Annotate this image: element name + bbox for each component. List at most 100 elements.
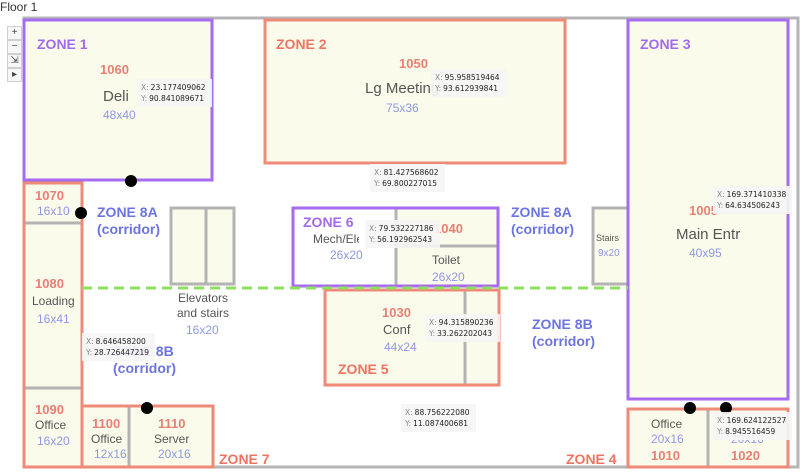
x-value: 23.177409062 xyxy=(150,83,206,92)
zone-8a-right-title: ZONE 8A xyxy=(511,204,572,220)
y-value: 56.192962543 xyxy=(377,235,432,244)
coord-tooltip: X:79.532227186 Y:56.192962543 xyxy=(365,220,440,248)
x-key: X: xyxy=(405,408,413,417)
coord-tooltip: X:169.371410338 Y:64.634506243 xyxy=(713,186,793,214)
floor-title: Floor 1 xyxy=(0,0,38,14)
room-1050-shape[interactable] xyxy=(265,20,565,163)
zone-1-label: ZONE 1 xyxy=(37,36,88,52)
room-1030-name: Conf xyxy=(383,322,411,337)
toilet-name: Toilet xyxy=(432,253,461,267)
y-value: 28.726447219 xyxy=(94,348,149,357)
y-value: 90.841089671 xyxy=(149,94,204,103)
room-1040-size: 26x20 xyxy=(330,248,363,262)
y-value: 11.087400681 xyxy=(413,419,468,428)
x-key: X: xyxy=(369,224,377,233)
zone-8b-right-title: ZONE 8B xyxy=(532,316,593,332)
zone-5-label: ZONE 5 xyxy=(338,361,389,377)
coord-tooltip: X:81.427568602 Y:69.800227015 xyxy=(370,164,445,192)
room-1090-size: 16x20 xyxy=(37,434,70,448)
zone-1-outline xyxy=(22,18,214,182)
room-1050-number: 1050 xyxy=(399,56,428,71)
zone-2-outline xyxy=(263,18,567,165)
y-value: 64.634506243 xyxy=(725,201,780,210)
elevators-name: Elevators and stairs xyxy=(177,291,229,321)
elevators-size: 16x20 xyxy=(186,323,219,337)
y-key: Y: xyxy=(374,179,381,188)
room-1090-number: 1090 xyxy=(35,402,64,417)
zone-6-label: ZONE 6 xyxy=(303,214,354,230)
room-1020-number: 1020 xyxy=(731,448,760,463)
room-1040-number: 1040 xyxy=(434,221,463,236)
stairs-size: 9x20 xyxy=(598,248,620,259)
zone-8a-left-label: ZONE 8A (corridor) xyxy=(97,204,160,238)
y-value: 33.262202043 xyxy=(437,329,492,338)
sensor-dot-1[interactable] xyxy=(125,175,137,187)
coord-tooltip: X:169.624122527 Y:8.945516459 xyxy=(713,412,793,440)
x-value: 81.427568602 xyxy=(383,168,439,177)
expand-icon[interactable]: ▸ xyxy=(7,68,22,82)
x-value: 169.371410338 xyxy=(726,190,787,199)
room-1080-name: Loading xyxy=(32,294,75,308)
zone-3-label: ZONE 3 xyxy=(640,36,691,52)
room-1050-size: 75x36 xyxy=(386,101,419,115)
zone-8a-right-label: ZONE 8A (corridor) xyxy=(511,204,574,238)
y-key: Y: xyxy=(717,201,724,210)
room-1110-size: 20x16 xyxy=(158,447,191,461)
y-key: Y: xyxy=(405,419,412,428)
room-1005-number: 1005 xyxy=(689,203,718,218)
room-1005-name: Main Entr xyxy=(676,226,741,243)
room-1110-name: Server xyxy=(154,432,190,446)
x-key: X: xyxy=(86,337,94,346)
room-1010-size: 20x16 xyxy=(651,432,684,446)
x-value: 169.624122527 xyxy=(726,416,787,425)
zone-2-label: ZONE 2 xyxy=(276,36,327,52)
x-key: X: xyxy=(717,416,725,425)
room-1090-name: Office xyxy=(35,418,67,432)
sensor-dot-4[interactable] xyxy=(684,402,696,414)
room-1060-number: 1060 xyxy=(100,62,129,77)
room-1030-size: 44x24 xyxy=(384,340,417,354)
x-key: X: xyxy=(429,318,437,327)
x-value: 95.958519464 xyxy=(444,73,500,82)
x-key: X: xyxy=(141,83,149,92)
zone-8b-left-sub: (corridor) xyxy=(113,360,176,376)
elevator-b-shape[interactable] xyxy=(204,206,236,286)
y-key: Y: xyxy=(429,329,436,338)
room-1060-size: 48x40 xyxy=(103,108,136,122)
x-value: 94.315890236 xyxy=(438,318,494,327)
zone-7-outline-west xyxy=(22,181,84,469)
y-value: 8.945516459 xyxy=(725,427,776,436)
room-1040-name: Mech/Elec xyxy=(313,232,359,246)
zoom-out-button[interactable]: − xyxy=(7,40,22,54)
y-key: Y: xyxy=(717,427,724,436)
room-1010-name: Office xyxy=(651,417,683,431)
room-1080-number: 1080 xyxy=(35,276,64,291)
elevator-a-shape[interactable] xyxy=(169,206,208,286)
coord-tooltip: X:8.646458200 Y:28.726447219 xyxy=(82,333,155,361)
room-1110-number: 1110 xyxy=(158,416,186,431)
room-1080-shape[interactable] xyxy=(22,221,84,390)
room-1060-name: Deli xyxy=(103,88,129,105)
y-key: Y: xyxy=(141,94,148,103)
sensor-dot-3[interactable] xyxy=(141,402,153,414)
zone-6-outline xyxy=(291,206,500,288)
sensor-dot-5[interactable] xyxy=(720,402,732,414)
zone-7-label: ZONE 7 xyxy=(219,451,270,467)
room-1005-size: 40x95 xyxy=(689,246,722,260)
y-key: Y: xyxy=(86,348,93,357)
toilet-size: 26x20 xyxy=(432,270,465,284)
coord-tooltip: X:95.958519464 Y:93.612939841 xyxy=(431,69,506,97)
pan-icon[interactable]: ⇲ xyxy=(7,54,22,68)
sensor-dot-2[interactable] xyxy=(75,207,87,219)
zone-4-label: ZONE 4 xyxy=(566,451,617,467)
room-1070-size: 16x10 xyxy=(37,204,70,218)
zone-8a-left-title: ZONE 8A xyxy=(97,204,158,220)
zone-8a-right-sub: (corridor) xyxy=(511,221,574,237)
zoom-in-button[interactable]: + xyxy=(7,26,22,40)
coord-tooltip: X:23.177409062 Y:90.841089671 xyxy=(137,79,212,107)
stairs-name: Stairs xyxy=(596,233,620,243)
coord-tooltip: X:94.315890236 Y:33.262202043 xyxy=(425,314,500,342)
stairs-shape[interactable] xyxy=(591,206,630,286)
room-1030-number: 1030 xyxy=(382,305,411,320)
